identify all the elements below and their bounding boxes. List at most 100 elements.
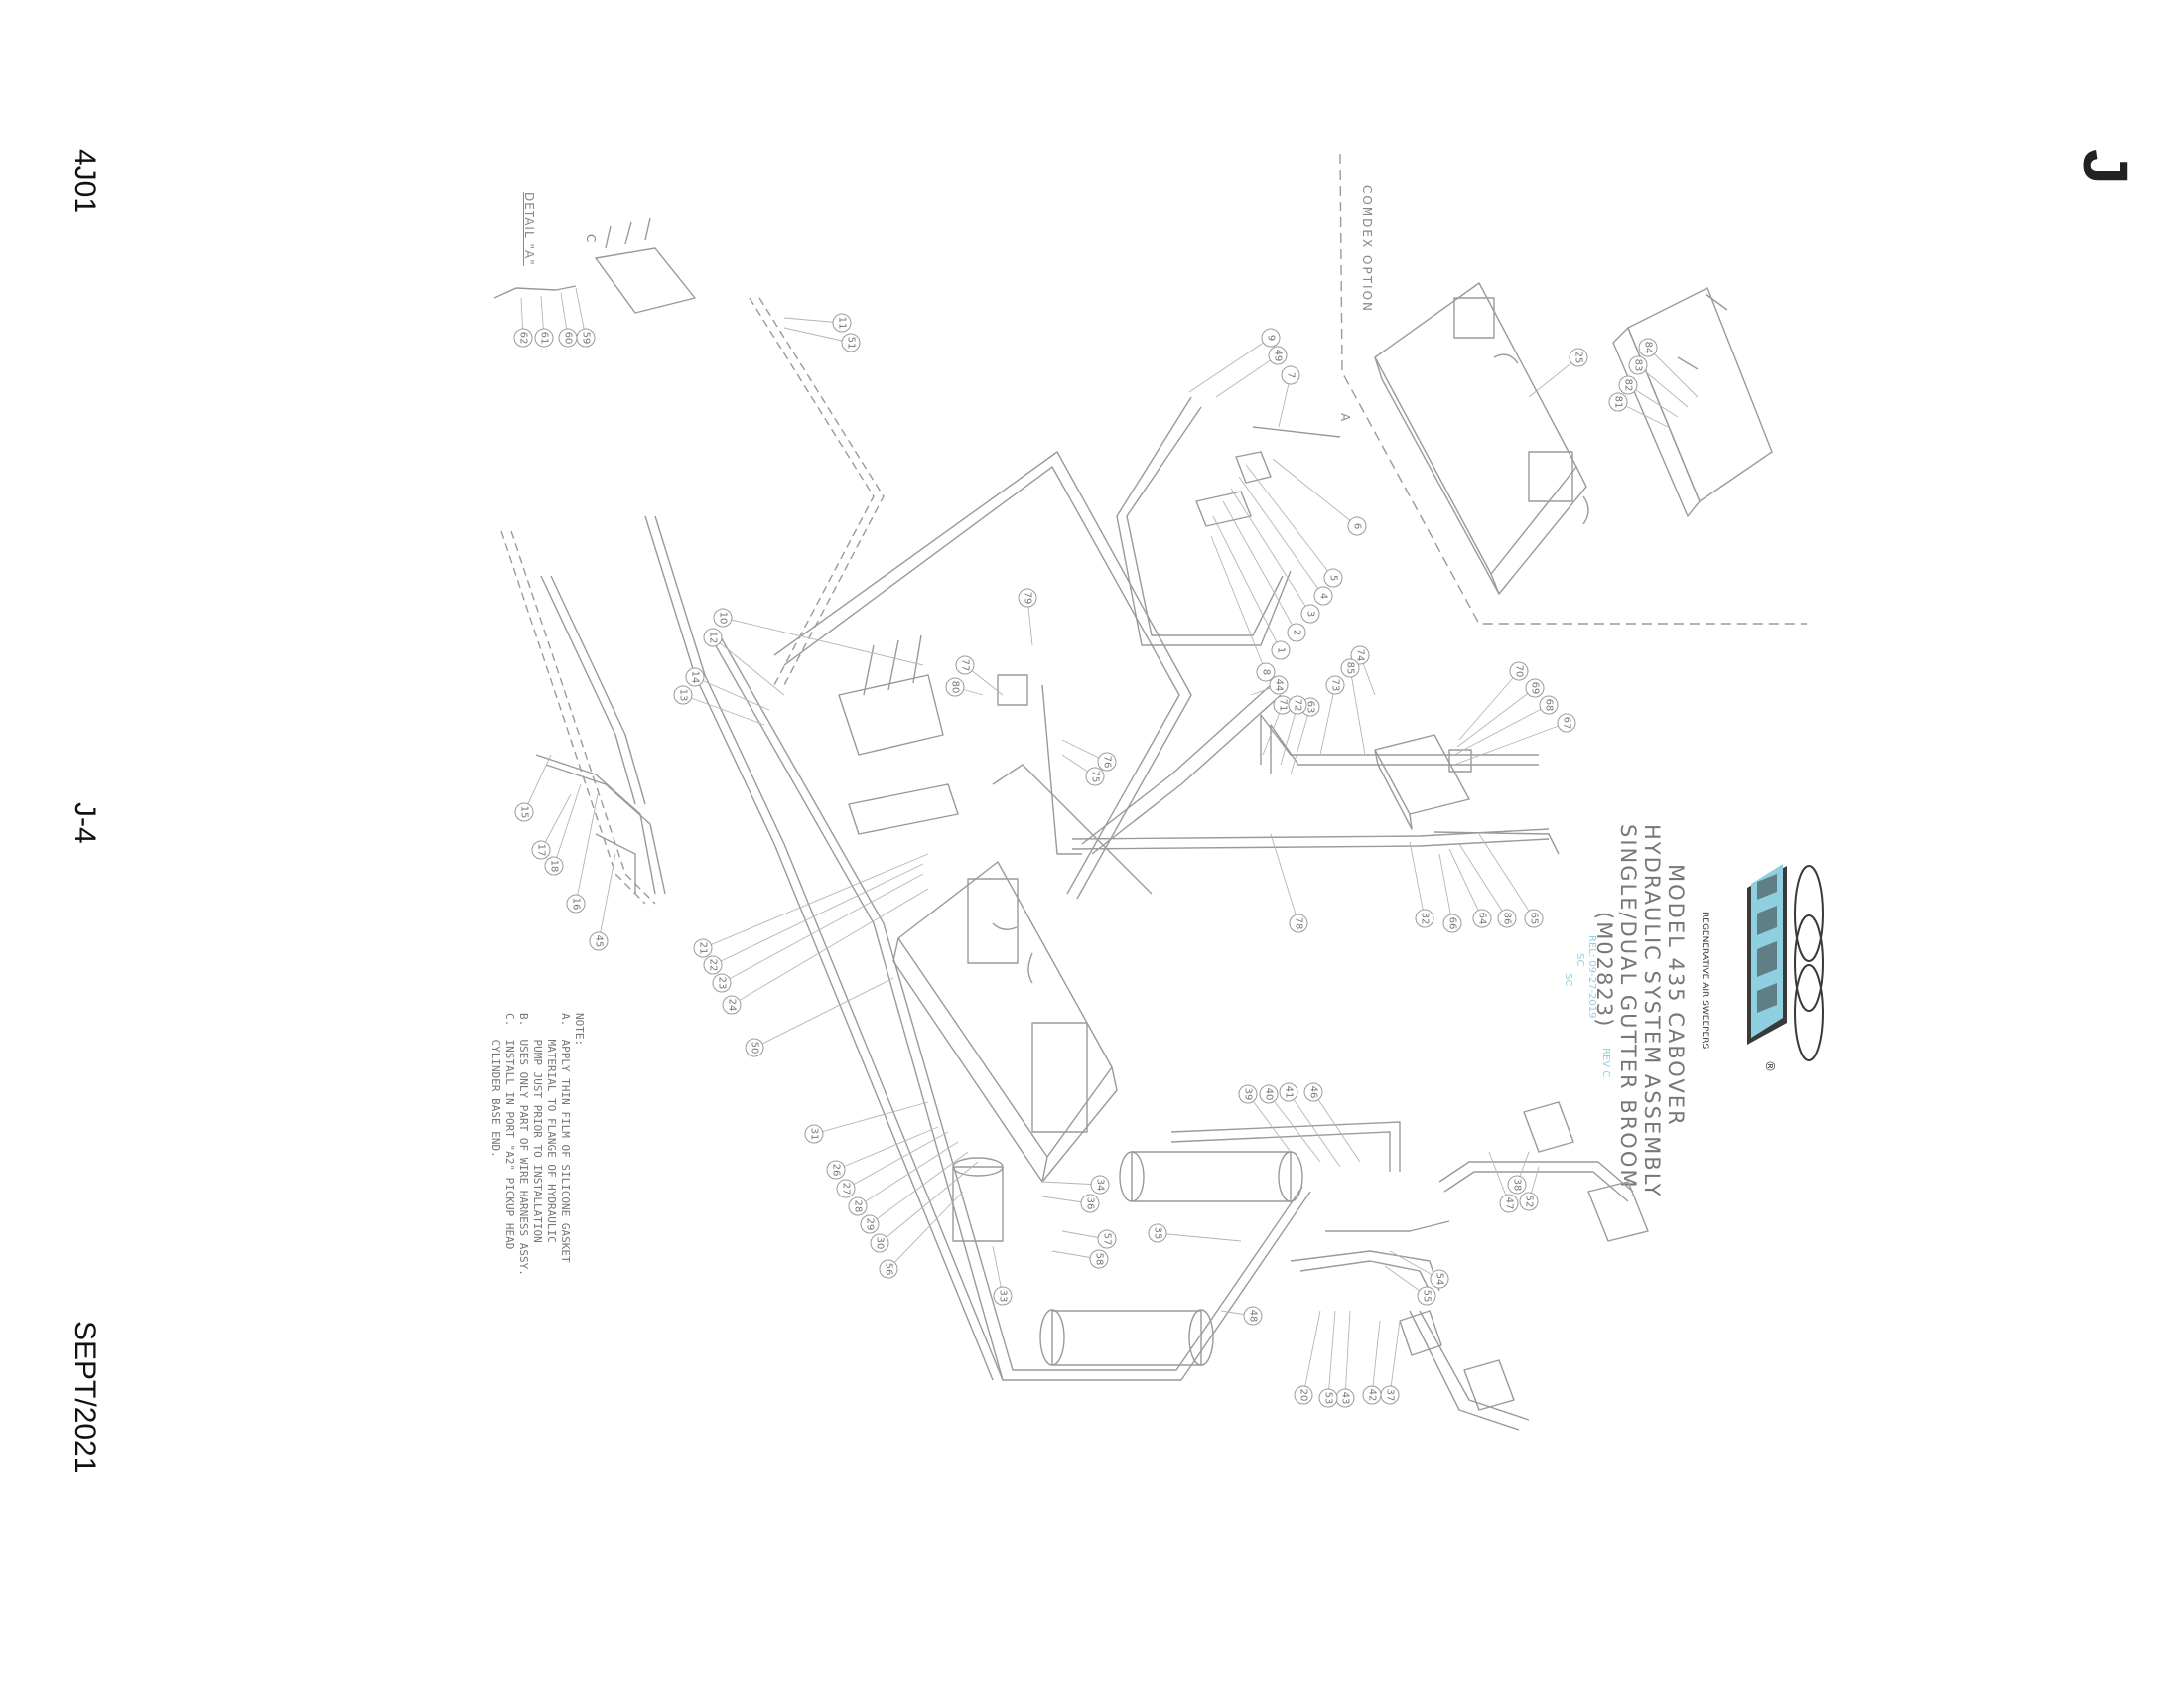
- callout-number: 10: [718, 612, 729, 625]
- callout-number: 6: [1352, 523, 1363, 529]
- callout-balloon: 51: [841, 333, 861, 352]
- callout-balloon: 50: [745, 1038, 764, 1057]
- leader-line: [1319, 684, 1336, 756]
- callout-number: 68: [1544, 699, 1555, 712]
- callout-number: 15: [519, 806, 530, 819]
- callout-number: 30: [875, 1237, 886, 1250]
- callout-number: 51: [846, 337, 857, 350]
- callout-number: 3: [1305, 611, 1316, 617]
- callout-balloon: 55: [1417, 1286, 1436, 1306]
- callout-balloon: 61: [534, 328, 554, 348]
- leader-line: [1302, 1310, 1321, 1396]
- callout-balloon: 81: [1608, 392, 1628, 412]
- callout-balloon: 2: [1287, 623, 1306, 642]
- leader-line: [722, 617, 924, 666]
- callout-balloon: 34: [1090, 1175, 1110, 1195]
- leader-line: [845, 1131, 949, 1190]
- callout-number: 73: [1330, 679, 1341, 692]
- callout-balloon: 64: [1472, 909, 1492, 928]
- leader-line: [857, 1141, 959, 1207]
- callout-balloon: 69: [1525, 678, 1545, 698]
- callout-number: 39: [1243, 1088, 1254, 1101]
- callout-balloon: 17: [531, 840, 551, 860]
- callout-balloon: 78: [1289, 914, 1308, 933]
- leader-line: [1247, 1093, 1292, 1153]
- callout-number: 76: [1102, 756, 1113, 769]
- callout-balloon: 4: [1313, 586, 1333, 606]
- leader-line: [1230, 488, 1311, 615]
- callout-balloon: 37: [1380, 1385, 1400, 1405]
- callout-number: 80: [950, 681, 961, 694]
- callout-number: 56: [884, 1263, 894, 1276]
- callout-number: 70: [1514, 665, 1525, 678]
- leader-line: [1272, 458, 1358, 527]
- callout-number: 28: [853, 1200, 864, 1213]
- leader-line: [1245, 464, 1334, 579]
- leader-line: [731, 888, 929, 1006]
- leader-line: [1389, 1320, 1401, 1396]
- callout-number: 71: [1278, 699, 1289, 712]
- leader-line: [783, 317, 843, 324]
- callout-balloon: 13: [673, 685, 693, 705]
- callout-number: 54: [1434, 1273, 1445, 1286]
- callout-balloon: 27: [836, 1179, 856, 1198]
- callout-number: 43: [1340, 1392, 1351, 1405]
- callout-number: 61: [539, 332, 550, 345]
- leader-line: [1438, 853, 1453, 924]
- callout-number: 64: [1477, 913, 1488, 925]
- leader-line: [1344, 1310, 1351, 1399]
- leader-line: [1222, 500, 1297, 633]
- callout-balloon: 15: [514, 802, 534, 822]
- callout-number: 57: [1102, 1233, 1113, 1246]
- callout-number: 18: [549, 860, 560, 873]
- callout-number: 29: [865, 1218, 876, 1231]
- callout-balloon: 9: [1261, 328, 1281, 348]
- leader-line: [813, 1101, 929, 1135]
- callout-number: 40: [1264, 1088, 1275, 1101]
- callout-number: 49: [1273, 350, 1284, 362]
- callout-balloon: 25: [1569, 348, 1588, 367]
- callout-balloon: 59: [576, 328, 596, 348]
- callout-number: 60: [563, 332, 574, 345]
- leader-line: [721, 873, 924, 984]
- callout-balloon: 36: [1080, 1194, 1100, 1213]
- leader-line: [879, 1161, 979, 1244]
- callout-balloon: 6: [1347, 516, 1367, 536]
- callout-number: 63: [1305, 701, 1316, 714]
- callout-balloon: 31: [804, 1124, 824, 1144]
- callout-number: 11: [837, 317, 848, 330]
- callout-number: 41: [1284, 1086, 1295, 1099]
- callout-balloon: 14: [685, 667, 705, 687]
- callout-balloon: 68: [1539, 695, 1559, 715]
- leader-line: [1627, 384, 1679, 418]
- callout-balloon: 65: [1524, 909, 1544, 928]
- callout-number: 9: [1266, 335, 1277, 341]
- callout-number: 32: [1420, 913, 1431, 925]
- callout-number: 72: [1293, 699, 1303, 712]
- leader-line: [1456, 687, 1536, 748]
- callout-balloon: 38: [1507, 1175, 1527, 1195]
- callout-balloon: 53: [1318, 1388, 1338, 1408]
- callout-number: 59: [581, 332, 592, 345]
- callout-number: 37: [1385, 1389, 1396, 1402]
- leader-line: [1210, 535, 1267, 673]
- leader-line: [753, 977, 894, 1049]
- leader-line: [1188, 337, 1272, 393]
- callout-number: 24: [727, 999, 738, 1012]
- callout-balloon: 32: [1415, 909, 1434, 928]
- callout-number: 78: [1294, 917, 1304, 930]
- leader-line: [1637, 364, 1689, 408]
- callout-balloon: 11: [832, 313, 852, 333]
- leader-line: [887, 1191, 964, 1270]
- callout-number: 52: [1524, 1196, 1535, 1208]
- callout-balloon: 43: [1335, 1388, 1355, 1408]
- callout-number: 74: [1355, 649, 1366, 662]
- leader-line: [712, 636, 785, 696]
- leader-line: [523, 754, 552, 813]
- callout-number: 7: [1286, 372, 1297, 378]
- callout-number: 86: [1502, 913, 1513, 925]
- leader-line: [712, 863, 924, 966]
- leader-line: [869, 1151, 969, 1225]
- callout-number: 23: [717, 977, 728, 990]
- callout-number: 4: [1318, 593, 1329, 599]
